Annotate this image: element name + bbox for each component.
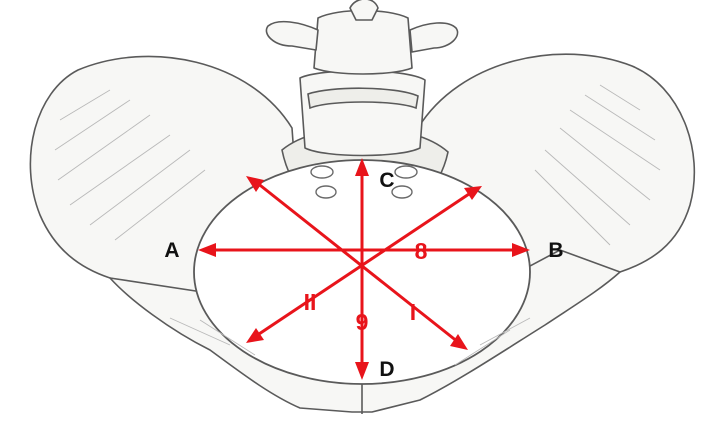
- label-oblique-two: II: [304, 289, 317, 315]
- lower-vertebra: [300, 71, 425, 156]
- label-a: A: [164, 239, 179, 262]
- spinous-process: [350, 0, 378, 20]
- label-c: C: [379, 169, 394, 192]
- label-nine: 9: [356, 309, 369, 335]
- label-d: D: [379, 358, 394, 381]
- right-transverse-process: [410, 23, 458, 52]
- left-transverse-process: [266, 22, 318, 50]
- label-oblique-one: I: [410, 299, 416, 325]
- label-eight: 8: [415, 238, 428, 264]
- label-b: B: [548, 239, 563, 262]
